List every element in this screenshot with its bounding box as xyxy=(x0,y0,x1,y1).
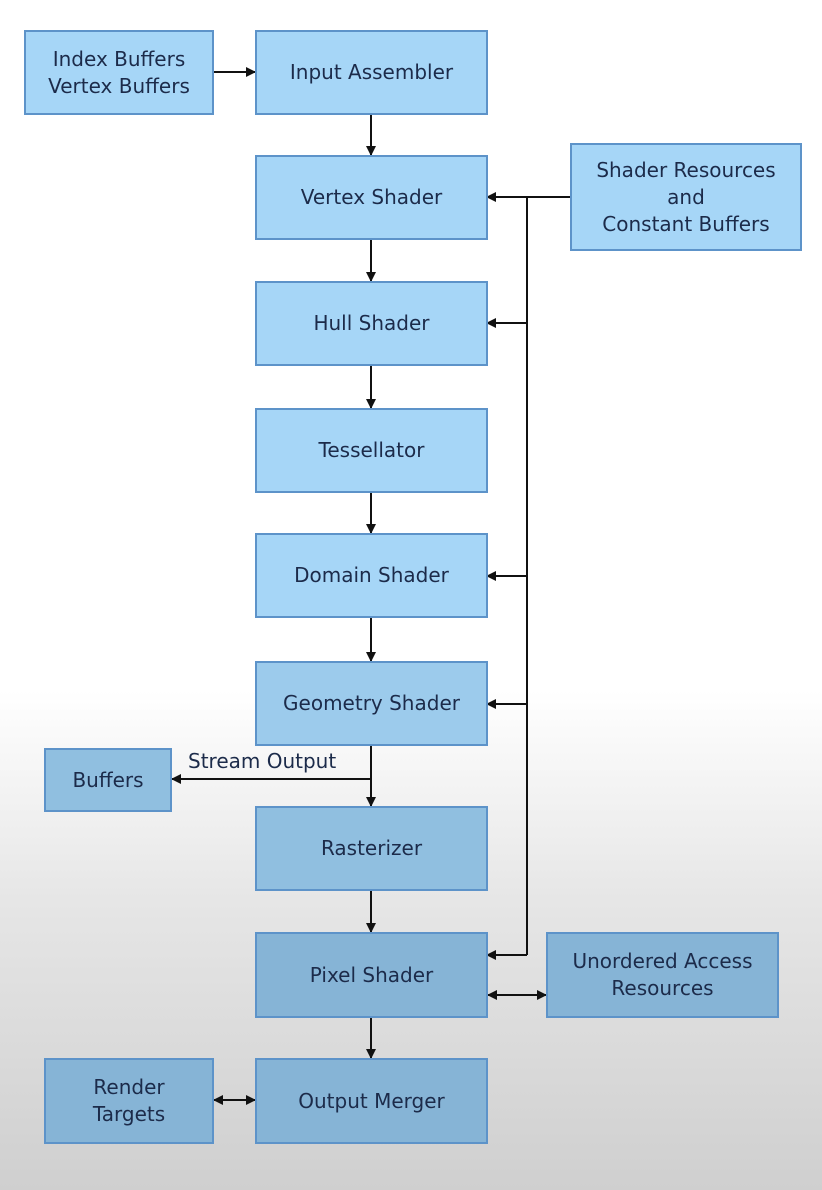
pixel-shader-stage: Pixel Shader xyxy=(255,932,488,1018)
rasterizer-stage: Rasterizer xyxy=(255,806,488,891)
geometry-shader-stage: Geometry Shader xyxy=(255,661,488,746)
vertex-shader-stage: Vertex Shader xyxy=(255,155,488,240)
unordered-access-resources-box: Unordered Access Resources xyxy=(546,932,779,1018)
input-assembler-stage: Input Assembler xyxy=(255,30,488,115)
tessellator-stage: Tessellator xyxy=(255,408,488,493)
hull-shader-stage: Hull Shader xyxy=(255,281,488,366)
buffers-box: Buffers xyxy=(44,748,172,812)
stream-output-label: Stream Output xyxy=(188,749,337,773)
render-targets-box: Render Targets xyxy=(44,1058,214,1144)
index-vertex-buffers-box: Index Buffers Vertex Buffers xyxy=(24,30,214,115)
domain-shader-stage: Domain Shader xyxy=(255,533,488,618)
output-merger-stage: Output Merger xyxy=(255,1058,488,1144)
shader-resources-box: Shader Resources and Constant Buffers xyxy=(570,143,802,251)
